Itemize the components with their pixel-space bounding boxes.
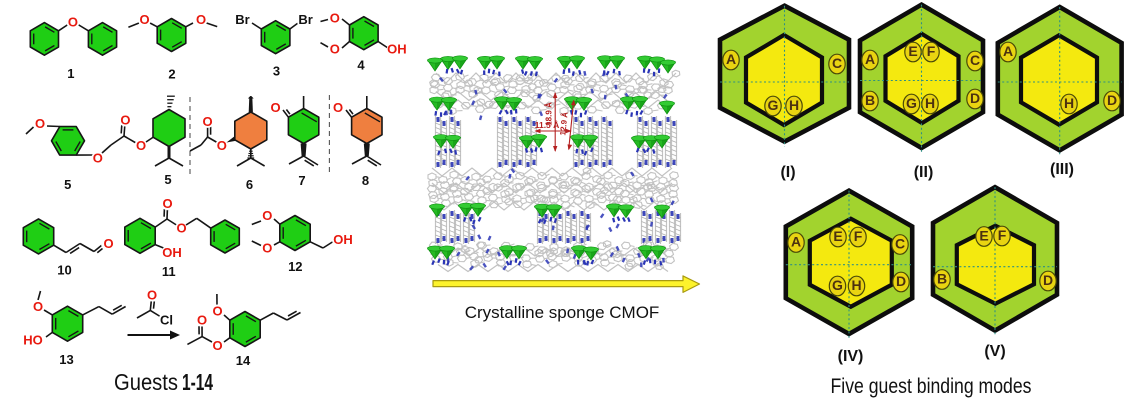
svg-text:O: O — [333, 100, 343, 115]
svg-text:C: C — [832, 55, 842, 71]
svg-text:O: O — [93, 151, 103, 166]
svg-text:O: O — [212, 338, 222, 353]
svg-text:10: 10 — [57, 263, 71, 278]
svg-text:8: 8 — [362, 173, 369, 188]
svg-text:13: 13 — [59, 352, 73, 367]
svg-text:A: A — [1003, 43, 1013, 59]
svg-text:A: A — [865, 51, 875, 67]
svg-text:OH: OH — [387, 42, 407, 57]
svg-text:B: B — [865, 92, 875, 108]
svg-text:(I): (I) — [780, 164, 795, 181]
svg-text:O: O — [103, 236, 113, 251]
svg-text:3: 3 — [273, 64, 280, 79]
svg-text:Guests: Guests — [114, 369, 178, 395]
svg-text:HO: HO — [23, 332, 43, 347]
svg-text:OH: OH — [333, 232, 353, 247]
svg-text:C: C — [970, 52, 980, 68]
svg-text:(V): (V) — [984, 343, 1005, 360]
svg-text:G: G — [832, 277, 843, 293]
svg-text:C: C — [895, 236, 905, 252]
svg-text:F: F — [927, 43, 936, 59]
svg-text:O: O — [147, 287, 157, 302]
svg-text:A: A — [791, 234, 801, 250]
svg-text:D: D — [1043, 272, 1053, 288]
svg-text:O: O — [197, 312, 207, 327]
svg-text:O: O — [262, 208, 272, 223]
svg-text:2: 2 — [168, 67, 175, 82]
svg-text:Br: Br — [298, 12, 312, 27]
svg-text:H: H — [851, 277, 861, 293]
svg-text:O: O — [330, 42, 340, 57]
svg-text:F: F — [854, 228, 863, 244]
svg-text:D: D — [896, 273, 906, 289]
svg-text:12: 12 — [288, 259, 302, 274]
svg-text:O: O — [270, 100, 280, 115]
svg-text:O: O — [330, 10, 340, 25]
svg-text:G: G — [768, 97, 779, 113]
svg-text:(II): (II) — [914, 164, 934, 181]
svg-text:11.5 Å: 11.5 Å — [535, 120, 560, 130]
svg-text:D: D — [1107, 92, 1117, 108]
svg-text:H: H — [1064, 95, 1074, 111]
svg-text:O: O — [35, 116, 45, 131]
svg-text:E: E — [979, 228, 988, 244]
svg-text:A: A — [726, 51, 736, 67]
svg-text:11: 11 — [162, 264, 176, 279]
svg-text:Cl: Cl — [160, 312, 173, 327]
svg-text:5: 5 — [164, 172, 171, 187]
svg-text:O: O — [162, 196, 172, 211]
svg-text:B: B — [937, 271, 947, 287]
svg-text:1: 1 — [67, 66, 74, 81]
svg-text:O: O — [262, 240, 272, 255]
svg-text:O: O — [68, 14, 78, 29]
svg-text:OH: OH — [162, 245, 182, 260]
svg-text:E: E — [908, 43, 917, 59]
svg-text:14: 14 — [236, 353, 251, 368]
svg-text:4: 4 — [357, 58, 365, 73]
svg-text:(IV): (IV) — [838, 348, 864, 365]
svg-text:7: 7 — [298, 173, 305, 188]
svg-text:5: 5 — [64, 177, 71, 192]
svg-text:Br: Br — [235, 12, 249, 27]
svg-text:F: F — [998, 227, 1007, 243]
svg-text:(III): (III) — [1050, 161, 1074, 178]
svg-text:O: O — [212, 303, 222, 318]
svg-text:6: 6 — [246, 177, 253, 192]
svg-text:O: O — [136, 138, 146, 153]
svg-text:Five guest binding modes: Five guest binding modes — [831, 375, 1032, 398]
svg-text:H: H — [925, 95, 935, 111]
svg-text:1-14: 1-14 — [182, 369, 213, 395]
svg-text:O: O — [203, 114, 213, 129]
svg-text:E: E — [833, 228, 842, 244]
svg-text:Crystalline sponge CMOF: Crystalline sponge CMOF — [465, 303, 660, 322]
svg-text:O: O — [33, 299, 43, 314]
svg-text:H: H — [789, 97, 799, 113]
svg-text:O: O — [196, 12, 206, 27]
svg-text:O: O — [176, 221, 186, 236]
svg-text:G: G — [906, 95, 917, 111]
svg-text:O: O — [217, 138, 227, 153]
svg-text:O: O — [139, 12, 149, 27]
svg-text:D: D — [970, 90, 980, 106]
svg-text:O: O — [120, 112, 130, 127]
